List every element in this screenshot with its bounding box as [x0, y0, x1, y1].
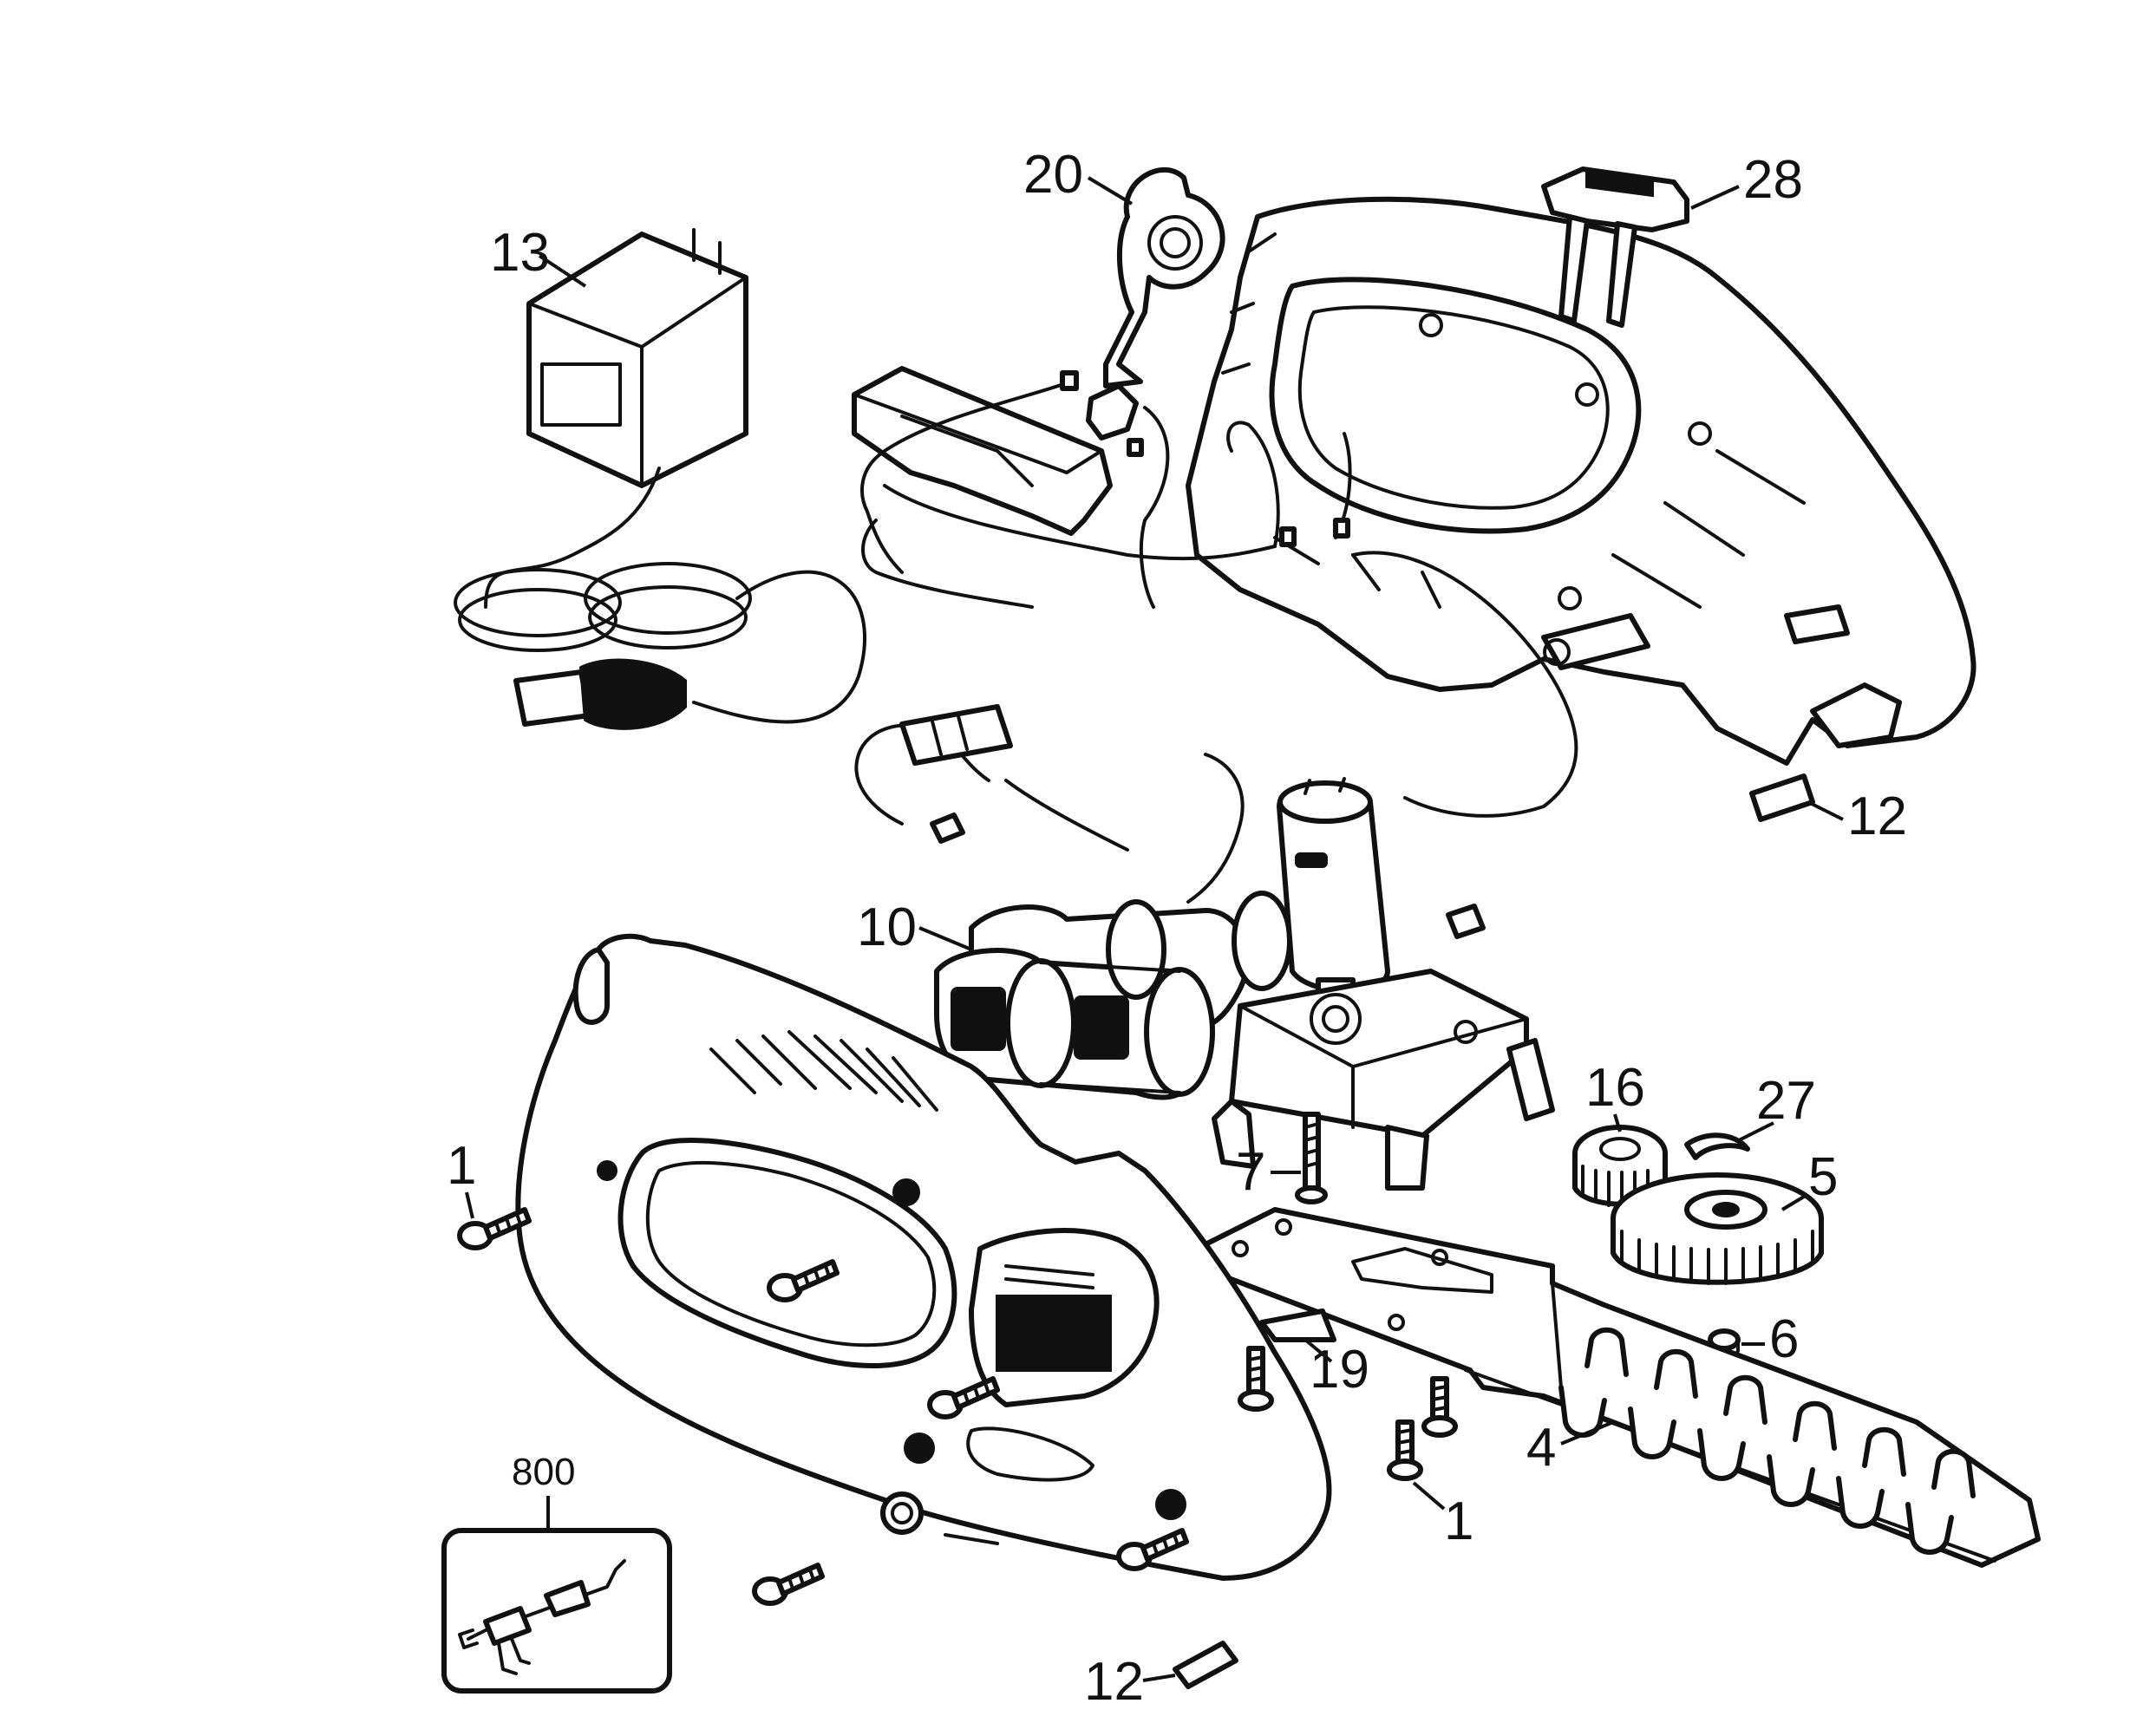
svg-text:16: 16	[1585, 1058, 1645, 1118]
svg-text:7: 7	[1236, 1142, 1265, 1202]
svg-text:20: 20	[1023, 145, 1083, 205]
switch-button	[1541, 166, 1689, 328]
callout-12-lower: 12	[1084, 1652, 1176, 1712]
svg-text:800: 800	[512, 1451, 575, 1493]
svg-text:12: 12	[1847, 786, 1907, 846]
svg-text:4: 4	[1526, 1418, 1556, 1478]
charger-adapter	[454, 228, 866, 730]
screw-1-right	[1387, 1419, 1423, 1481]
callout-28: 28	[1690, 150, 1803, 210]
svg-text:6: 6	[1769, 1309, 1799, 1369]
screw-handle	[767, 1259, 840, 1302]
callout-13: 13	[490, 223, 587, 288]
screw-lower-left	[752, 1563, 825, 1606]
svg-text:27: 27	[1756, 1071, 1816, 1131]
callout-7: 7	[1236, 1142, 1301, 1202]
screw-7	[1295, 1112, 1328, 1204]
battery-pack	[934, 891, 1292, 1100]
wiring-kit-800	[441, 1528, 672, 1694]
svg-text:13: 13	[490, 223, 550, 283]
callout-5: 5	[1780, 1147, 1838, 1211]
svg-text:10: 10	[857, 897, 917, 957]
callout-6: 6	[1741, 1309, 1799, 1369]
washer-27	[1684, 1132, 1750, 1160]
callout-800: 800	[512, 1451, 575, 1530]
svg-text:12: 12	[1084, 1652, 1144, 1712]
clip-19	[1259, 1309, 1336, 1342]
switch-cover	[852, 366, 1113, 536]
wiring-harness	[854, 370, 1578, 939]
main-gear-5	[1611, 1172, 1824, 1285]
svg-text:28: 28	[1743, 150, 1803, 210]
callout-10: 10	[857, 897, 972, 957]
lower-housing	[515, 933, 1332, 1581]
blade-teeth	[1558, 1327, 1976, 1555]
screw-blade-2	[1421, 1376, 1458, 1438]
lower-spacer-block	[1173, 1641, 1238, 1689]
screw-center	[927, 1376, 1000, 1419]
callout-20: 20	[1023, 145, 1134, 206]
upper-spacer-block	[1749, 773, 1815, 822]
callout-1-right: 1	[1412, 1481, 1473, 1551]
gear-housing	[1212, 969, 1555, 1191]
svg-text:1: 1	[1444, 1491, 1473, 1551]
callout-4: 4	[1526, 1418, 1614, 1478]
screw-lower-right	[1116, 1528, 1189, 1571]
svg-text:5: 5	[1808, 1147, 1838, 1207]
screw-1-left	[457, 1207, 532, 1250]
upper-housing	[1186, 196, 1976, 766]
callout-1-left: 1	[447, 1136, 476, 1219]
screw-blade-1	[1238, 1346, 1274, 1412]
callout-27: 27	[1738, 1071, 1816, 1142]
blade-assembly-4	[1194, 1207, 2041, 1568]
lock-off-lever	[1103, 166, 1225, 388]
callout-19: 19	[1303, 1338, 1369, 1400]
housing-screws	[457, 1207, 1458, 1606]
callout-12-upper: 12	[1807, 786, 1907, 846]
svg-text:1: 1	[447, 1136, 476, 1196]
callout-16: 16	[1585, 1058, 1645, 1132]
